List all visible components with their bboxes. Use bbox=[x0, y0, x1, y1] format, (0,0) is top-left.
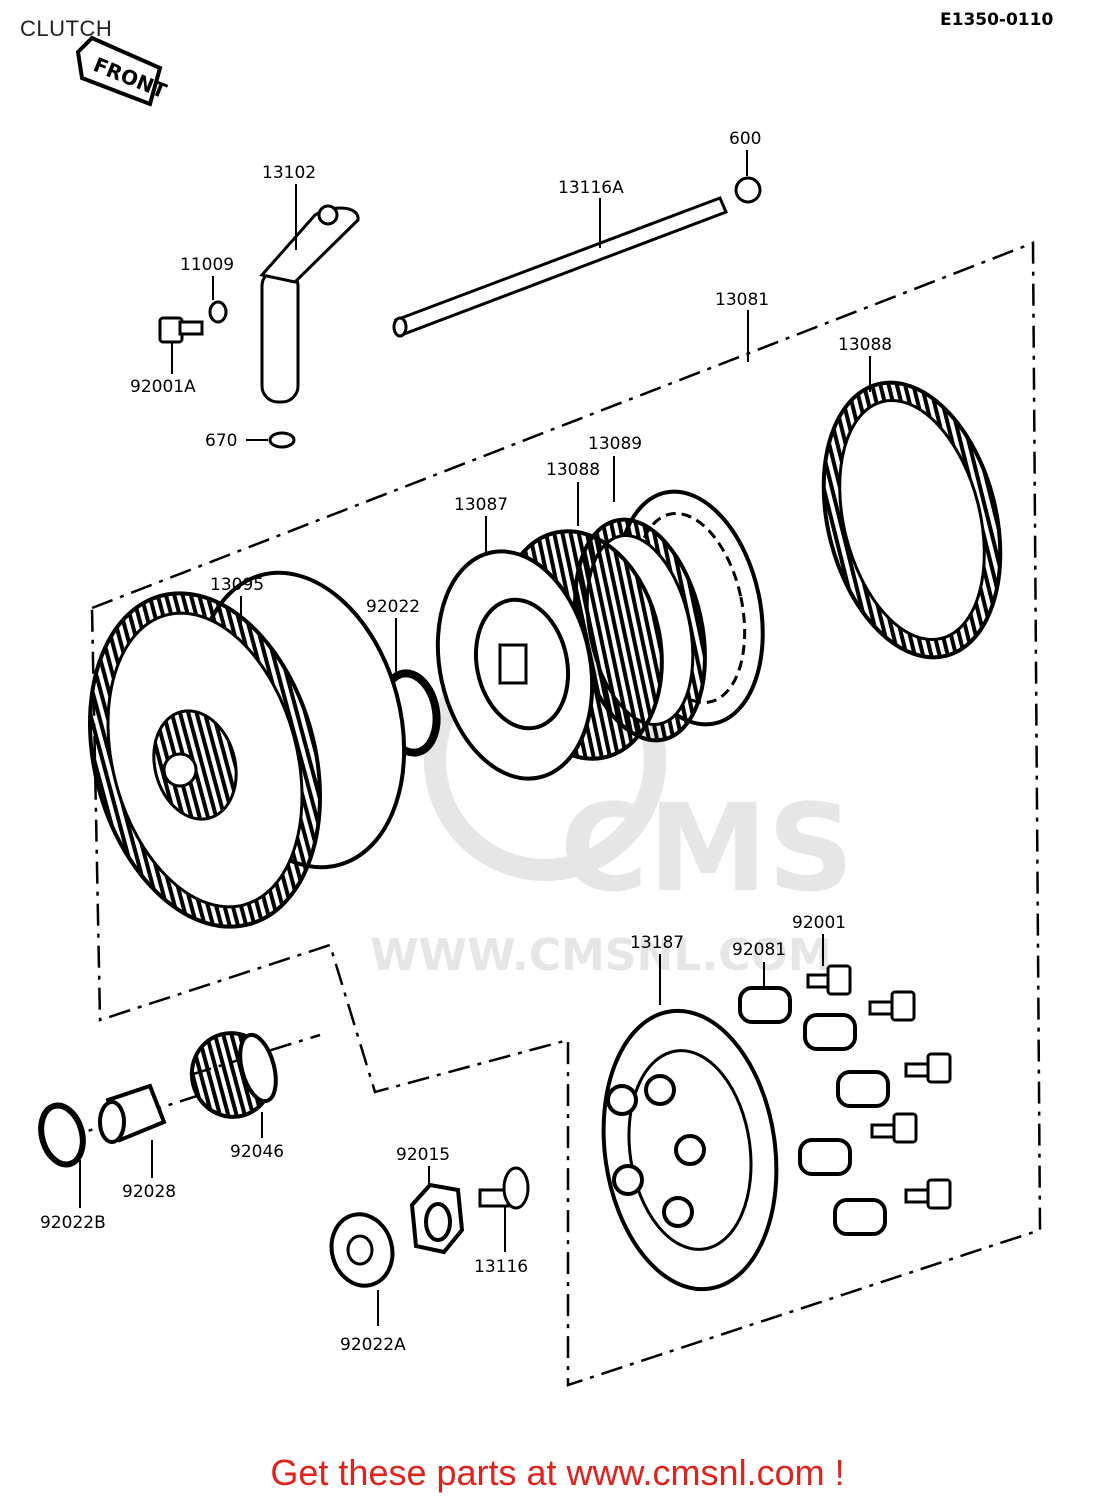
clutch-spring-bolts-92001 bbox=[806, 964, 952, 1210]
part-label-13116: 13116 bbox=[474, 1257, 528, 1277]
part-label-92015: 92015 bbox=[396, 1145, 450, 1165]
watermark-url-text: WWW.CMSNL.COM bbox=[370, 930, 832, 981]
pusher-13116 bbox=[478, 1166, 530, 1210]
part-label-92022: 92022 bbox=[366, 597, 420, 617]
steel-ball-600 bbox=[734, 176, 762, 204]
part-label-13102: 13102 bbox=[262, 163, 316, 183]
footer-link-text[interactable]: Get these parts at www.cmsnl.com ! bbox=[270, 1452, 845, 1493]
clutch-springs-92081 bbox=[738, 986, 890, 1236]
part-label-92046: 92046 bbox=[230, 1142, 284, 1162]
pressure-plate-13187 bbox=[601, 1008, 779, 1292]
part-label-13095: 13095 bbox=[210, 575, 264, 595]
washer-11009 bbox=[208, 300, 228, 324]
part-label-13089: 13089 bbox=[588, 434, 642, 454]
needle-bearing-92046 bbox=[189, 1031, 278, 1119]
part-label-670: 670 bbox=[205, 431, 237, 451]
clutch-housing-13095 bbox=[87, 570, 407, 929]
part-label-92022A: 92022A bbox=[340, 1335, 406, 1355]
part-label-600: 600 bbox=[729, 129, 761, 149]
watermark-logo-text: CMS bbox=[560, 780, 854, 919]
part-label-92028: 92028 bbox=[122, 1182, 176, 1202]
part-label-92001A: 92001A bbox=[130, 377, 196, 397]
friction-plate-13088-large bbox=[821, 380, 1003, 660]
front-arrow-icon: FRONT bbox=[75, 35, 170, 107]
part-label-13087: 13087 bbox=[454, 495, 508, 515]
push-rod-13116A bbox=[392, 196, 728, 338]
o-ring-670 bbox=[268, 431, 296, 449]
nut-92015 bbox=[409, 1182, 465, 1255]
diagram-code: E1350-0110 bbox=[940, 10, 1054, 30]
part-label-11009: 11009 bbox=[180, 255, 234, 275]
leader-lines bbox=[79, 150, 871, 1326]
part-label-13116A: 13116A bbox=[558, 178, 624, 198]
part-number-labels: 600 13102 13116A 11009 13081 13088 92001… bbox=[40, 129, 892, 1355]
bolt-92001A bbox=[158, 316, 204, 344]
part-label-92022B: 92022B bbox=[40, 1213, 106, 1233]
washer-92022B bbox=[38, 1102, 86, 1168]
lock-washer-92022A bbox=[329, 1212, 395, 1288]
sleeve-92028 bbox=[98, 1083, 167, 1144]
part-label-13088-b: 13088 bbox=[546, 460, 600, 480]
part-label-13088: 13088 bbox=[838, 335, 892, 355]
part-label-92001: 92001 bbox=[792, 913, 846, 933]
part-label-13187: 13187 bbox=[630, 933, 684, 953]
clutch-release-lever-13102 bbox=[259, 204, 360, 404]
clutch-hub-13087 bbox=[435, 529, 664, 781]
watermark-logo: CMS WWW.CMSNL.COM bbox=[370, 639, 854, 981]
part-label-13081: 13081 bbox=[715, 290, 769, 310]
diagram-title: CLUTCH bbox=[20, 16, 113, 41]
part-label-92081: 92081 bbox=[732, 940, 786, 960]
